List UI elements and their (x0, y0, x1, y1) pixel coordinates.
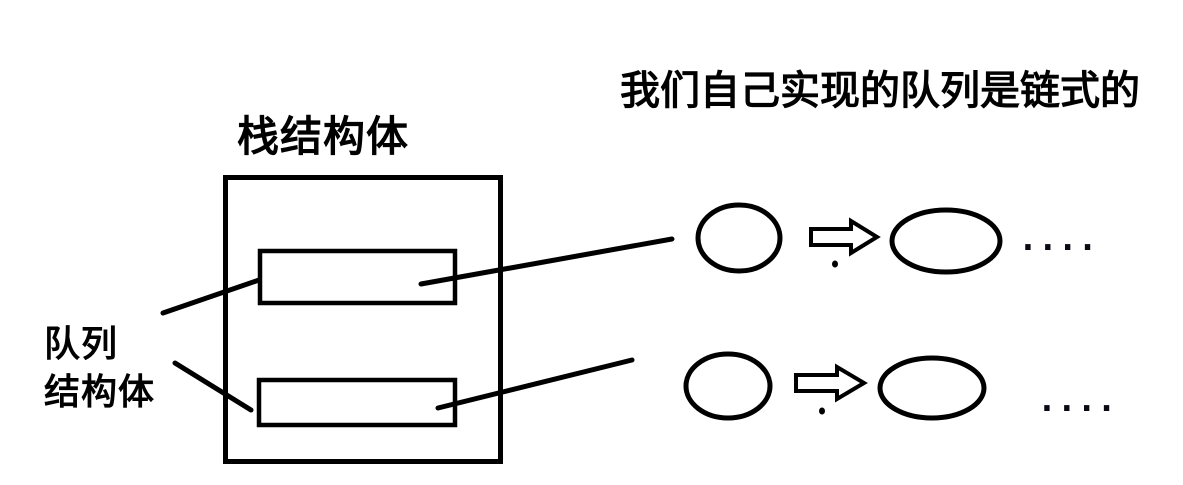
queue-node-ellipse-row1 (889, 207, 1003, 275)
title-text: 我们自己实现的队列是链式的 (620, 68, 1140, 114)
field-to-chain-line-bottom (435, 357, 635, 411)
block-arrow-right-icon-row1 (809, 217, 881, 257)
queue-struct-label: 队列 结构体 (44, 324, 156, 413)
label-pointer-line-bottom (172, 360, 254, 413)
block-arrow-right-icon-row2 (794, 363, 868, 403)
label-pointer-line-top (160, 277, 262, 316)
field-to-chain-line-top (418, 236, 675, 287)
chain-continuation-dots-row2: .... (1037, 380, 1117, 419)
queue-node-ellipse-row2 (877, 355, 987, 421)
queue-struct-field-top (257, 248, 458, 306)
stray-dot-row2 (819, 407, 825, 415)
stack-struct-box (223, 175, 503, 464)
stack-struct-label: 栈结构体 (237, 112, 410, 161)
queue-node-circle-row2 (683, 351, 773, 421)
queue-node-circle-row1 (695, 202, 783, 274)
queue-struct-field-bottom (256, 377, 458, 428)
stray-dot-row1 (832, 260, 838, 268)
chain-continuation-dots-row1: .... (1018, 219, 1098, 258)
